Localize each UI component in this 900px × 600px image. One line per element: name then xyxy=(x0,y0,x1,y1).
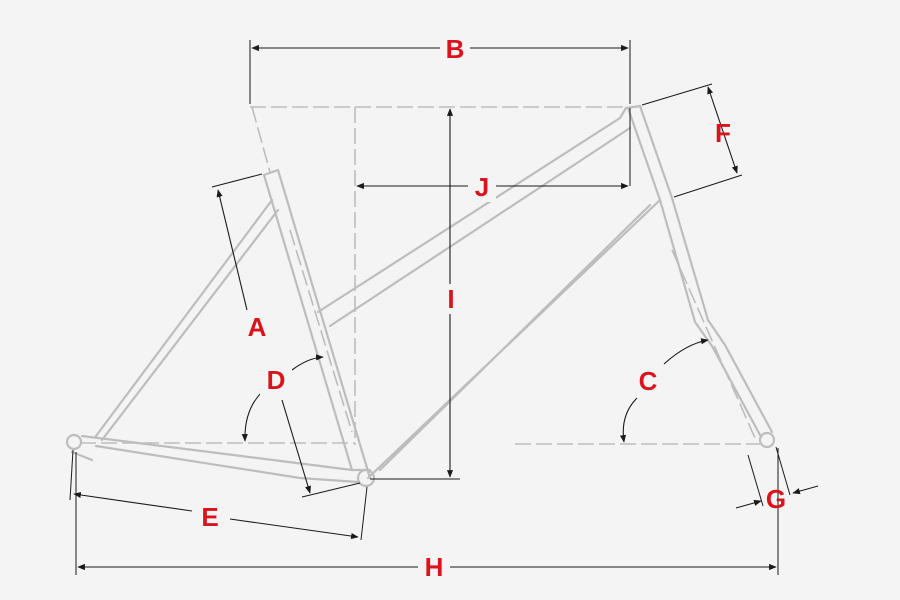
seat-tube xyxy=(262,168,372,480)
down-tube xyxy=(366,198,662,480)
bike-frame xyxy=(65,104,776,488)
dim-a-arrow-lower xyxy=(281,399,311,494)
steerer-axis xyxy=(671,249,756,439)
dimension-labels: B J I F A D C E G H xyxy=(201,34,786,582)
label-g: G xyxy=(766,484,786,514)
label-f: F xyxy=(715,118,731,148)
label-j: J xyxy=(475,172,489,202)
label-e: E xyxy=(201,502,218,532)
dim-f-extension-top xyxy=(641,83,713,106)
dim-d-arc-lower xyxy=(241,391,263,442)
dim-g-extension-left xyxy=(747,454,764,507)
seat-tube-axis xyxy=(289,229,353,433)
dim-e-arrow-right xyxy=(229,518,359,540)
rear-dropout-tab xyxy=(70,450,94,462)
top-tube xyxy=(316,104,642,328)
dim-a-extension-bottom xyxy=(301,482,361,498)
dim-g-arrow-right xyxy=(792,485,819,495)
label-d: D xyxy=(267,365,286,395)
label-backdrops xyxy=(195,34,496,582)
rear-dropout xyxy=(65,433,83,451)
label-c: C xyxy=(639,366,658,396)
label-b: B xyxy=(446,34,465,64)
dim-f-arrow xyxy=(707,86,738,174)
dim-g-arrow-left xyxy=(735,499,762,509)
dim-d-arc-upper xyxy=(291,354,324,371)
dim-f-extension-bottom xyxy=(673,174,743,198)
dim-a-arrow-upper xyxy=(216,189,248,311)
label-i: I xyxy=(447,284,454,314)
dim-e-arrow-left xyxy=(73,491,193,512)
dim-c-arc-upper xyxy=(663,338,709,365)
label-h: H xyxy=(425,552,444,582)
front-dropout xyxy=(758,431,776,449)
fork xyxy=(658,196,774,437)
label-a: A xyxy=(248,312,267,342)
dim-e-extension-left xyxy=(69,449,74,501)
seat-tube-extension xyxy=(251,106,271,173)
seat-stays xyxy=(94,198,280,442)
bottom-bracket xyxy=(356,468,376,488)
dim-e-extension-right xyxy=(360,486,368,541)
head-tube xyxy=(626,104,674,202)
dim-a-extension-top xyxy=(211,173,263,188)
dim-c-arc-lower xyxy=(619,397,638,443)
construction-lines xyxy=(80,106,760,445)
